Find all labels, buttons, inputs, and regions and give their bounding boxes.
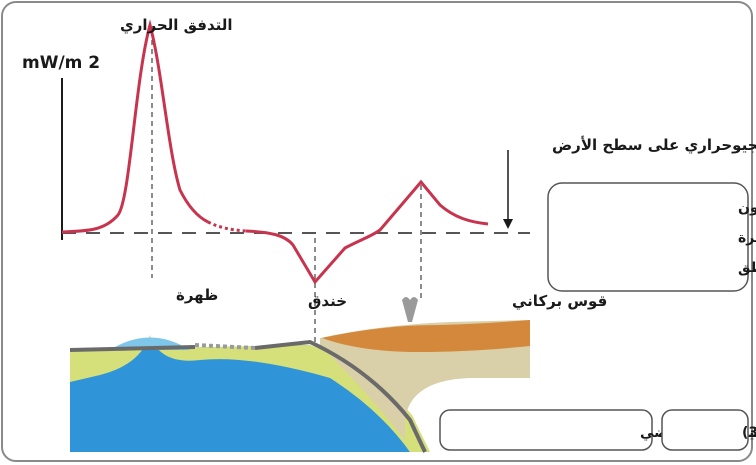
subducting-edge [254,339,427,453]
volcanic-layer [322,320,530,352]
plate-edge-line [69,345,196,352]
arrow-head [503,219,513,229]
note-line-3: و سالبة على مستوى مناطق [738,260,756,276]
volcanic-arc-label: قوس بركاني [512,292,607,310]
heat-flow-curve-trench [245,179,489,285]
trench-label: خندق [308,292,347,310]
caption-box [439,409,653,451]
note-box [547,182,749,292]
heat-flow-curve-dotted [207,220,247,233]
note-line-2: موجبة على مستوى الظهرة [738,230,756,246]
plate-edge-dotted [194,343,256,350]
note-line-1: الاختلالات الحرارية تكون [738,200,756,216]
cross-section [69,297,530,453]
heat-flow-curve [61,19,209,234]
document-label-box [661,409,749,451]
ridge-label: ظهرة [176,286,218,304]
volcano-plume [402,297,418,322]
y-axis-unit: mW/m 2 [22,53,100,73]
y-axis-title: التدفق الحراري [120,16,233,35]
average-curve-label: معدل لتدفق الجيوحراري على سطح الأرض [552,136,756,155]
document-label: الوثيقة(3) [742,425,756,441]
